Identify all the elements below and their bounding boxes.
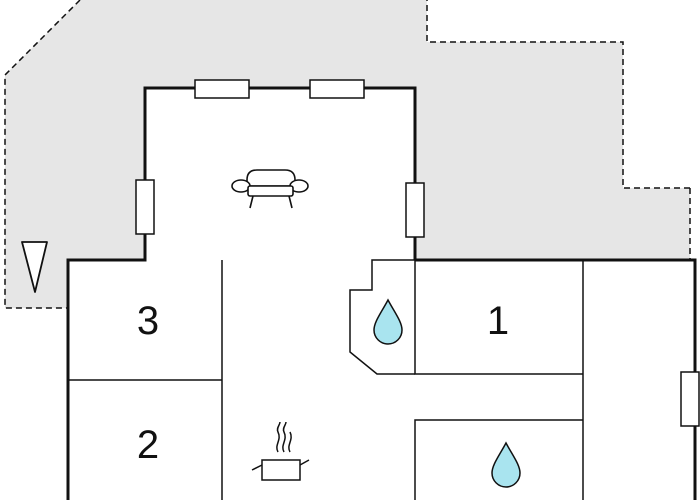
interior-walls (68, 259, 584, 500)
cooking-pot-icon (251, 421, 310, 481)
terrace-dashed-outline (4, 0, 690, 309)
water-drop-icon (373, 298, 403, 345)
sofa-icon (231, 169, 309, 209)
room-2-label: 2 (137, 423, 159, 467)
room-3-label: 3 (137, 299, 159, 343)
window-top-left (194, 79, 250, 99)
entrance-triangle-icon (21, 241, 48, 293)
outer-wall-left (66, 86, 417, 500)
window-right-wall (405, 182, 425, 238)
room-1-label: 1 (487, 299, 509, 343)
window-top-right (309, 79, 365, 99)
terrace-area (5, 0, 690, 308)
water-drop-icon (491, 441, 521, 488)
window-left-wall (135, 179, 155, 235)
window-far-right (680, 371, 700, 427)
